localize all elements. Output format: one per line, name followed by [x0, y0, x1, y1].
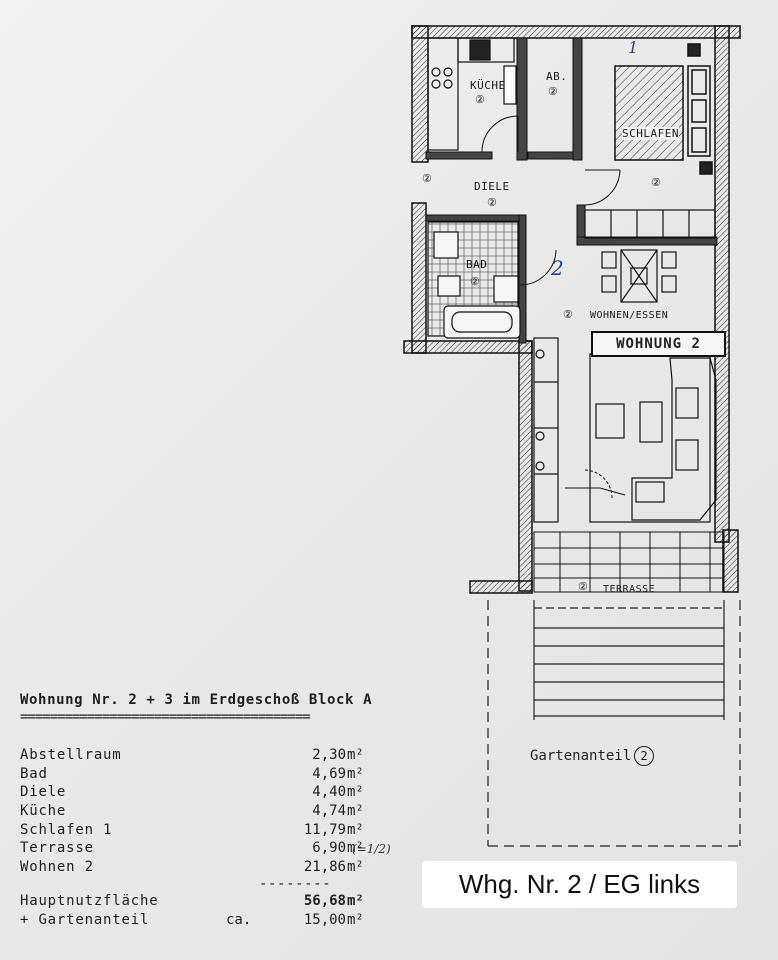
summary-block: Hauptnutzfläche 56,68 m² + Gartenanteil …: [20, 893, 460, 930]
row-unit: m²: [347, 803, 364, 820]
inner-walls: [425, 37, 718, 344]
row-label: Terrasse: [20, 840, 94, 857]
garden-outline: [487, 600, 741, 847]
garden-row-value: 15,00: [303, 911, 346, 928]
wardrobe: [584, 209, 716, 239]
row-label: Wohnen 2: [20, 859, 94, 876]
caption-text: Whg. Nr. 2 / EG links: [458, 869, 701, 899]
row-label: Küche: [20, 803, 67, 820]
hand-mark-wohnen: 2: [551, 256, 564, 280]
row-label: Diele: [20, 784, 67, 801]
room-label-diele: DIELE: [474, 180, 510, 193]
room-number-bad: ②: [470, 275, 481, 288]
row-value: 6,90: [312, 840, 346, 857]
row-value: 21,86: [303, 859, 346, 876]
total-row: Hauptnutzfläche 56,68 m²: [20, 893, 460, 912]
table-title: Wohnung Nr. 2 + 3 im Erdgeschoß Block A: [20, 692, 373, 708]
living-furniture: [533, 337, 717, 523]
row-value: 11,79: [303, 821, 346, 838]
sum-separator: --------: [259, 876, 332, 892]
kitchen-counter: [427, 37, 517, 151]
room-label-wohnen: WOHNEN/ESSEN: [590, 310, 669, 321]
room-label-bad: BAD: [466, 258, 488, 271]
total-value: 56,68: [303, 893, 346, 909]
garden-label-text: Gartenanteil: [530, 748, 632, 764]
room-label-schlafen: SCHLAFEN: [622, 127, 679, 140]
garden-row-prefix: ca.: [226, 911, 252, 928]
row-value: 4,40: [312, 784, 346, 801]
garden-row: + Gartenanteil ca. 15,00 m²: [20, 912, 460, 931]
terrasse-note: (=1/2): [352, 842, 391, 856]
row-unit: m²: [347, 747, 364, 763]
row-unit: m²: [347, 821, 364, 838]
row-value: 2,30: [312, 747, 346, 763]
doors: [481, 115, 626, 499]
caption-sticker: Whg. Nr. 2 / EG links: [422, 861, 737, 908]
row-unit: m²: [347, 859, 364, 876]
hand-mark-schlafen: 1: [628, 38, 639, 57]
row-unit: m²: [347, 840, 364, 857]
row-unit: m²: [347, 765, 364, 782]
bathroom-fixtures: [427, 221, 521, 339]
room-number-schlafen: ②: [651, 176, 662, 189]
garden-row-unit: m²: [347, 911, 364, 928]
row-unit: m²: [347, 784, 364, 801]
total-unit: m²: [347, 893, 364, 909]
dining-set: [601, 249, 677, 303]
room-label-terrasse: TERRASSE: [603, 584, 656, 595]
row-value: 4,69: [312, 765, 346, 782]
row-value: 4,74: [312, 803, 346, 820]
area-table: Wohnung Nr. 2 + 3 im Erdgeschoß Block A …: [20, 692, 460, 878]
outer-walls: [403, 25, 741, 594]
room-number-kueche: ②: [475, 93, 486, 106]
garden-number: 2: [634, 746, 655, 766]
room-number-wohnen: ②: [563, 308, 574, 321]
row-label: Schlafen 1: [20, 821, 113, 838]
table-title-underline: =======================================: [20, 709, 311, 725]
room-number-diele-left: ②: [422, 172, 433, 185]
row-label: Abstellraum: [20, 747, 122, 763]
total-label: Hauptnutzfläche: [20, 893, 159, 909]
row-label: Bad: [20, 765, 48, 782]
terrace: [533, 531, 725, 593]
garden-row-label: + Gartenanteil: [20, 911, 150, 928]
bed: [614, 43, 713, 175]
room-number-terrasse: ②: [578, 580, 589, 593]
unit-label: WOHNUNG 2: [616, 336, 701, 352]
unit-label-box: WOHNUNG 2: [591, 331, 726, 357]
room-number-diele: ②: [487, 196, 498, 209]
room-number-abstell: ②: [548, 85, 559, 98]
room-label-kueche: KÜCHE: [470, 79, 506, 92]
room-label-abstell: AB.: [546, 70, 568, 83]
